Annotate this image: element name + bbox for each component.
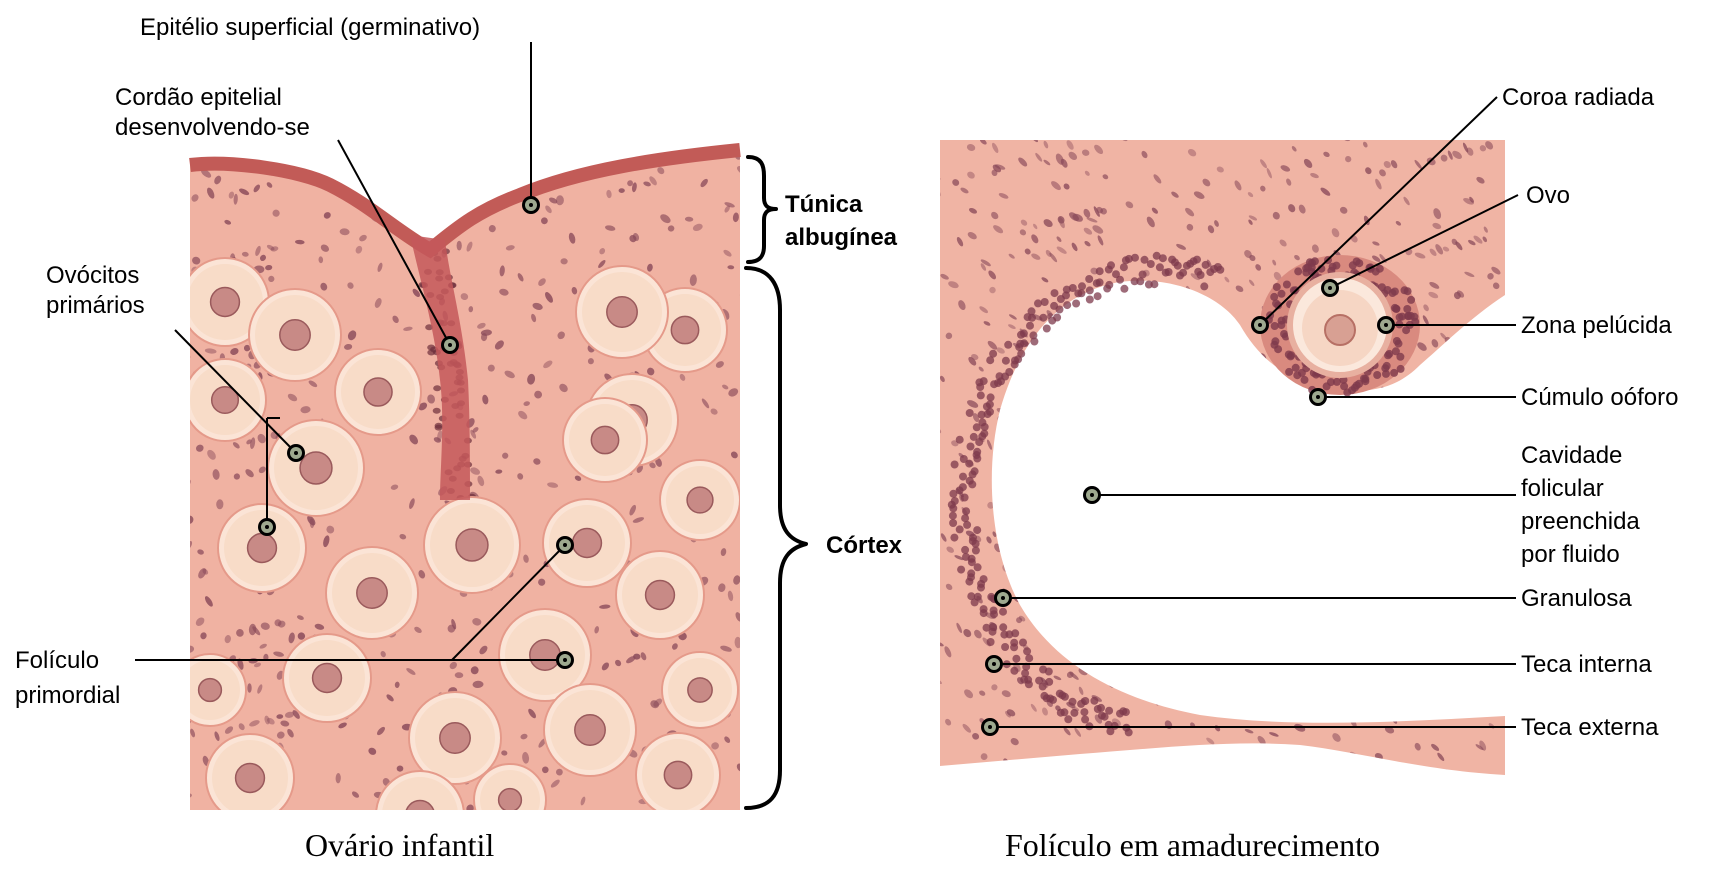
label-cord-line1: Cordão epitelial — [115, 84, 282, 111]
label-tunica-line2: albugínea — [785, 224, 898, 251]
label-cord-line2: desenvolvendo-se — [115, 114, 310, 141]
label-oocytes-line1: Ovócitos — [46, 262, 139, 289]
label-follicle-line1: Folículo — [15, 647, 99, 674]
label-theca-externa: Teca externa — [1521, 714, 1659, 741]
cortex-brace — [746, 268, 806, 808]
pointer-marker — [994, 589, 1012, 607]
label-granulosa: Granulosa — [1521, 585, 1632, 612]
label-ovum: Ovo — [1526, 182, 1570, 209]
label-zona: Zona pelúcida — [1521, 312, 1672, 339]
label-cavity-line1: Cavidade — [1521, 442, 1622, 469]
ovum-nucleus — [1325, 315, 1355, 345]
maturing-follicle-section — [930, 130, 1520, 790]
pointer-marker — [441, 336, 459, 354]
pointer-marker — [556, 536, 574, 554]
pointer-marker — [1251, 316, 1269, 334]
caption-left: Ovário infantil — [305, 827, 494, 863]
label-oocytes-line2: primários — [46, 292, 145, 319]
label-follicle-line2: primordial — [15, 682, 120, 709]
label-cortex: Córtex — [826, 532, 903, 559]
label-corona: Coroa radiada — [1502, 84, 1655, 111]
label-tunica-line1: Túnica — [785, 191, 863, 218]
pointer-marker — [981, 718, 999, 736]
pointer-marker — [556, 651, 574, 669]
pointer-marker — [1321, 279, 1339, 297]
pointer-marker — [985, 655, 1003, 673]
label-theca-interna: Teca interna — [1521, 651, 1652, 678]
pointer-marker — [287, 444, 305, 462]
caption-right: Folículo em amadurecimento — [1005, 827, 1380, 863]
infant-ovary-section — [174, 145, 750, 859]
label-cumulus: Cúmulo oóforo — [1521, 384, 1678, 411]
label-epithelium: Epitélio superficial (germinativo) — [140, 14, 480, 41]
pointer-marker — [258, 518, 276, 536]
pointer-marker — [1309, 388, 1327, 406]
pointer-marker — [522, 196, 540, 214]
tunica-albuginea-brace — [748, 157, 776, 262]
label-cavity-line3: preenchida — [1521, 508, 1640, 535]
label-cavity-line4: por fluido — [1521, 541, 1620, 568]
label-cavity-line2: folicular — [1521, 475, 1604, 502]
pointer-marker — [1377, 316, 1395, 334]
pointer-marker — [1083, 486, 1101, 504]
